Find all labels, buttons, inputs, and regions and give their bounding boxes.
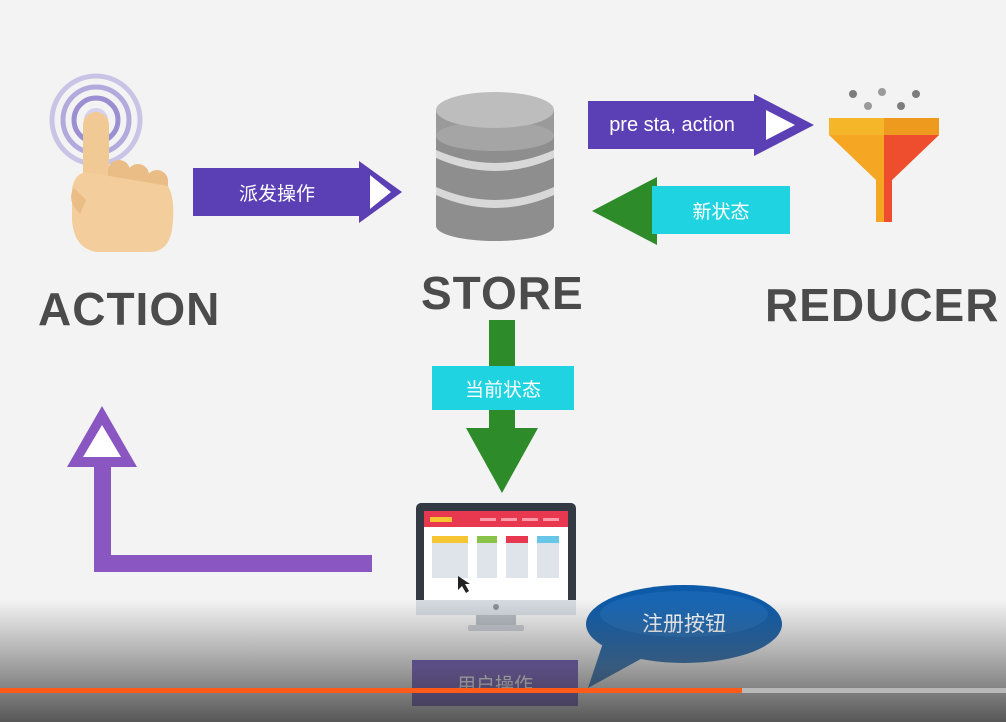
dispatch-label: 派发操作 [238,182,315,205]
current-state-label: 当前状态 [464,378,541,401]
to-reducer-arrow [588,94,814,156]
progress-fill [0,688,743,693]
progress-bar[interactable] [0,688,1006,693]
new-state-arrow [592,177,790,245]
store-label: STORE [421,267,584,319]
monitor-icon [416,503,576,631]
action-label: ACTION [38,283,221,335]
current-state-arrow [432,320,574,493]
cursor-icon [458,576,470,593]
user-op-label: 用户操作 [456,673,533,696]
to-reducer-label: pre sta, action [609,113,735,136]
bubble-label: 注册按钮 [642,612,726,636]
hand-tap-icon [49,73,174,252]
new-state-label: 新状态 [692,200,750,223]
funnel-icon [829,88,939,222]
loop-back-arrow [67,406,372,572]
dispatch-arrow [193,161,402,223]
database-icon [436,92,554,241]
reducer-label: REDUCER [765,279,1000,331]
